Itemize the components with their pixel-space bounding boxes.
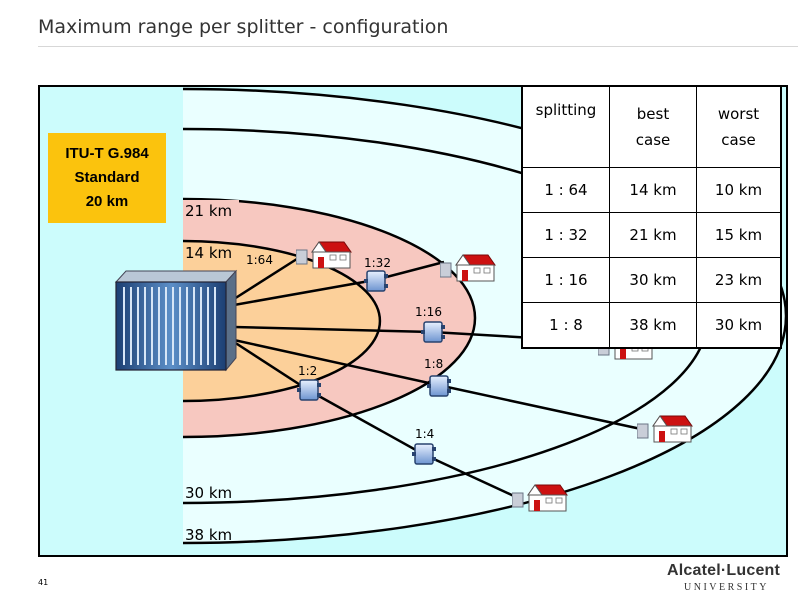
table-row: 1 : 64 14 km 10 km (521, 167, 782, 213)
table-header-splitting-label: splitting (535, 101, 597, 119)
splitter-label-1-16: 1:16 (415, 305, 442, 319)
splitter-label-1-32: 1:32 (364, 256, 391, 270)
table-cell: 23 km (696, 257, 782, 303)
splitter-icon-1-16 (421, 321, 445, 343)
table-row: 1 : 8 38 km 30 km (521, 302, 782, 349)
range-label-14km: 14 km (185, 244, 232, 262)
range-table: splitting best case worst case 1 : 64 14… (521, 85, 782, 349)
arc-14km (182, 239, 382, 403)
table-row: 1 : 16 30 km 23 km (521, 257, 782, 303)
table-cell: 30 km (609, 257, 697, 303)
table-header-best-line2: case (635, 131, 671, 149)
itu-standard-line3: 20 km (85, 193, 129, 210)
splitter-label-1-2: 1:2 (298, 364, 317, 378)
range-table-header-row: splitting best case worst case (521, 85, 782, 168)
splitter-icon-1-2 (297, 379, 321, 401)
table-header-worst-line2: case (721, 131, 756, 149)
table-header-worst-line1: worst (717, 105, 760, 123)
range-label-38km: 38 km (185, 526, 232, 544)
olt-rack-icon (114, 269, 238, 372)
table-cell: 15 km (696, 212, 782, 258)
splitter-icon-1-4 (412, 443, 436, 465)
splitter-label-1-64: 1:64 (246, 253, 273, 267)
itu-standard-line1: ITU-T G.984 (65, 145, 149, 162)
arc-38km (182, 87, 786, 545)
range-label-21km: 21 km (185, 202, 232, 220)
itu-standard-line2: Standard (74, 169, 140, 186)
brand-logo-subtitle: UNIVERSITY (684, 582, 769, 593)
table-header-best-case: best case (609, 85, 697, 168)
table-cell: 14 km (609, 167, 697, 213)
table-cell: 1 : 64 (521, 167, 610, 213)
table-cell: 30 km (696, 302, 782, 349)
splitter-icon-1-8 (427, 375, 451, 397)
table-cell: 10 km (696, 167, 782, 213)
table-cell: 1 : 8 (521, 302, 610, 349)
table-header-best-line1: best (636, 105, 670, 123)
label-bg-21km (183, 200, 239, 220)
table-cell: 1 : 32 (521, 212, 610, 258)
table-header-worst-case: worst case (696, 85, 782, 168)
splitter-label-1-8: 1:8 (424, 357, 443, 371)
range-label-30km: 30 km (185, 484, 232, 502)
table-row: 1 : 32 21 km 15 km (521, 212, 782, 258)
splitter-label-1-4: 1:4 (415, 427, 434, 441)
page-title: Maximum range per splitter - configurati… (38, 16, 449, 38)
itu-standard-box: ITU-T G.984 Standard 20 km (48, 133, 166, 223)
table-cell: 38 km (609, 302, 697, 349)
table-cell: 1 : 16 (521, 257, 610, 303)
table-cell: 21 km (609, 212, 697, 258)
arc-21km (182, 197, 477, 439)
brand-logo: Alcatel·Lucent (667, 562, 781, 579)
title-divider (38, 46, 798, 47)
splitter-icon-1-32 (364, 270, 388, 292)
page-number: 41 (38, 578, 49, 587)
table-header-splitting: splitting (521, 85, 610, 168)
